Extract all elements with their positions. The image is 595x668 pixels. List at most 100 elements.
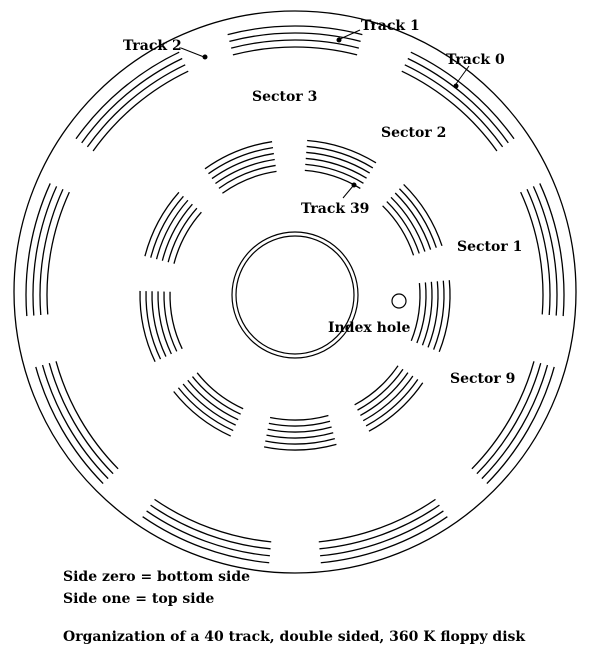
outer-sector-5-track-0 bbox=[154, 498, 272, 543]
inner-sector-2-track-4 bbox=[433, 280, 445, 350]
outer-sector-3-track-0 bbox=[471, 361, 535, 470]
outer-sector-4-track-3 bbox=[320, 516, 448, 564]
disk-outer-edge bbox=[13, 10, 577, 574]
outer-sector-8-track-0 bbox=[92, 70, 189, 152]
inner-sector-3-track-3 bbox=[362, 375, 414, 422]
sector-2-label: Sector 2 bbox=[381, 125, 446, 141]
inner-sector-7-track-5 bbox=[144, 191, 180, 257]
inner-sector-3-track-4 bbox=[365, 379, 419, 427]
track-0-leader bbox=[455, 65, 470, 85]
inner-sector-0-track-2 bbox=[305, 157, 367, 179]
outer-sector-1-track-2 bbox=[407, 57, 509, 144]
track-39-label: Track 39 bbox=[301, 201, 369, 217]
index-hole bbox=[391, 293, 407, 309]
outer-sector-2-track-3 bbox=[539, 183, 565, 317]
track-39-leader bbox=[342, 185, 354, 199]
inner-sector-2-track-1 bbox=[416, 282, 427, 344]
outer-sector-4-track-1 bbox=[319, 504, 440, 550]
track-2-label: Track 2 bbox=[123, 38, 182, 54]
figure-caption: Organization of a 40 track, double sided… bbox=[63, 629, 526, 645]
outer-sector-5-track-1 bbox=[150, 504, 271, 550]
inner-sector-8-track-2 bbox=[215, 158, 275, 184]
inner-sector-5-track-1 bbox=[191, 376, 241, 415]
inner-sector-5-track-2 bbox=[187, 379, 239, 421]
track-0-label: Track 0 bbox=[446, 52, 505, 68]
inner-sector-8-track-3 bbox=[211, 152, 274, 180]
outer-sector-8-track-2 bbox=[81, 57, 183, 144]
track-39-dot bbox=[351, 182, 357, 188]
outer-sector-0-track-0 bbox=[232, 46, 358, 56]
outer-sector-6-track-1 bbox=[48, 362, 114, 475]
inner-sector-4-track-3 bbox=[266, 432, 334, 439]
inner-sector-6-track-4 bbox=[145, 291, 162, 360]
outer-sector-6-track-3 bbox=[35, 366, 104, 484]
sector-1-label: Sector 1 bbox=[457, 239, 522, 255]
inner-sector-6-track-3 bbox=[151, 291, 167, 357]
inner-sector-1-track-5 bbox=[403, 183, 443, 247]
hub-ring-inner bbox=[235, 235, 355, 355]
outer-sector-1-track-3 bbox=[410, 51, 515, 140]
inner-sector-3-track-0 bbox=[354, 365, 399, 406]
inner-sector-4-track-2 bbox=[267, 426, 332, 433]
outer-sector-2-track-0 bbox=[520, 191, 544, 315]
outer-sector-3-track-2 bbox=[481, 364, 549, 480]
track-2-dot bbox=[202, 54, 208, 60]
outer-sector-3-track-3 bbox=[486, 366, 555, 484]
inner-sector-3-track-1 bbox=[357, 368, 404, 411]
inner-sector-4-track-1 bbox=[268, 420, 331, 427]
outer-sector-8-track-3 bbox=[75, 51, 180, 140]
inner-sector-8-track-5 bbox=[204, 141, 273, 170]
inner-sector-6-track-2 bbox=[157, 291, 172, 355]
inner-sector-4-track-5 bbox=[263, 443, 337, 451]
inner-sector-5-track-4 bbox=[177, 387, 234, 432]
inner-track-band bbox=[139, 139, 451, 451]
inner-sector-5-track-5 bbox=[173, 391, 231, 437]
inner-sector-8-track-4 bbox=[208, 146, 274, 175]
inner-sector-0-track-3 bbox=[306, 151, 371, 174]
outer-sector-0-track-1 bbox=[230, 39, 360, 49]
inner-sector-7-track-1 bbox=[167, 207, 198, 263]
inner-sector-3-track-2 bbox=[360, 372, 409, 416]
inner-sector-6-track-0 bbox=[169, 291, 183, 350]
track-2-leader bbox=[180, 47, 205, 58]
inner-sector-2-track-3 bbox=[427, 281, 439, 348]
outer-track-band bbox=[25, 25, 565, 564]
inner-sector-7-track-4 bbox=[150, 195, 184, 258]
inner-sector-1-track-3 bbox=[394, 192, 432, 250]
outer-sector-1-track-1 bbox=[404, 64, 504, 148]
sector-9-label: Sector 9 bbox=[450, 371, 515, 387]
outer-sector-0-track-3 bbox=[227, 25, 363, 36]
inner-sector-4-track-4 bbox=[265, 437, 335, 445]
outer-sector-7-track-0 bbox=[46, 191, 70, 315]
index-hole-label: Index hole bbox=[328, 320, 410, 336]
inner-sector-7-track-2 bbox=[161, 203, 193, 261]
outer-sector-8-track-1 bbox=[86, 64, 186, 148]
inner-sector-1-track-1 bbox=[386, 201, 420, 254]
side-zero-note: Side zero = bottom side bbox=[63, 569, 251, 585]
hub-ring-outer bbox=[231, 231, 359, 359]
inner-sector-2-track-0 bbox=[410, 282, 421, 342]
inner-sector-7-track-3 bbox=[155, 199, 189, 260]
track-1-label: Track 1 bbox=[361, 18, 420, 34]
outer-sector-7-track-3 bbox=[25, 183, 51, 317]
inner-sector-0-track-4 bbox=[306, 145, 374, 169]
outer-sector-4-track-0 bbox=[318, 498, 436, 543]
sector-3-label: Sector 3 bbox=[252, 89, 317, 105]
inner-sector-8-track-1 bbox=[218, 164, 276, 189]
outer-sector-5-track-3 bbox=[142, 516, 270, 564]
inner-sector-7-track-0 bbox=[173, 211, 202, 264]
inner-sector-3-track-5 bbox=[368, 382, 424, 432]
outer-sector-6-track-0 bbox=[55, 361, 119, 470]
inner-sector-6-track-5 bbox=[139, 290, 156, 363]
outer-sector-4-track-2 bbox=[320, 510, 444, 557]
inner-sector-0-track-0 bbox=[304, 169, 361, 189]
track-1-leader bbox=[339, 29, 361, 40]
inner-sector-2-track-2 bbox=[421, 281, 433, 346]
track-0-dot bbox=[453, 83, 459, 89]
inner-sector-4-track-0 bbox=[269, 414, 329, 421]
outer-sector-0-track-2 bbox=[229, 32, 361, 42]
outer-sector-5-track-2 bbox=[146, 510, 270, 557]
inner-sector-2-track-5 bbox=[438, 280, 451, 353]
inner-sector-0-track-5 bbox=[307, 139, 377, 164]
